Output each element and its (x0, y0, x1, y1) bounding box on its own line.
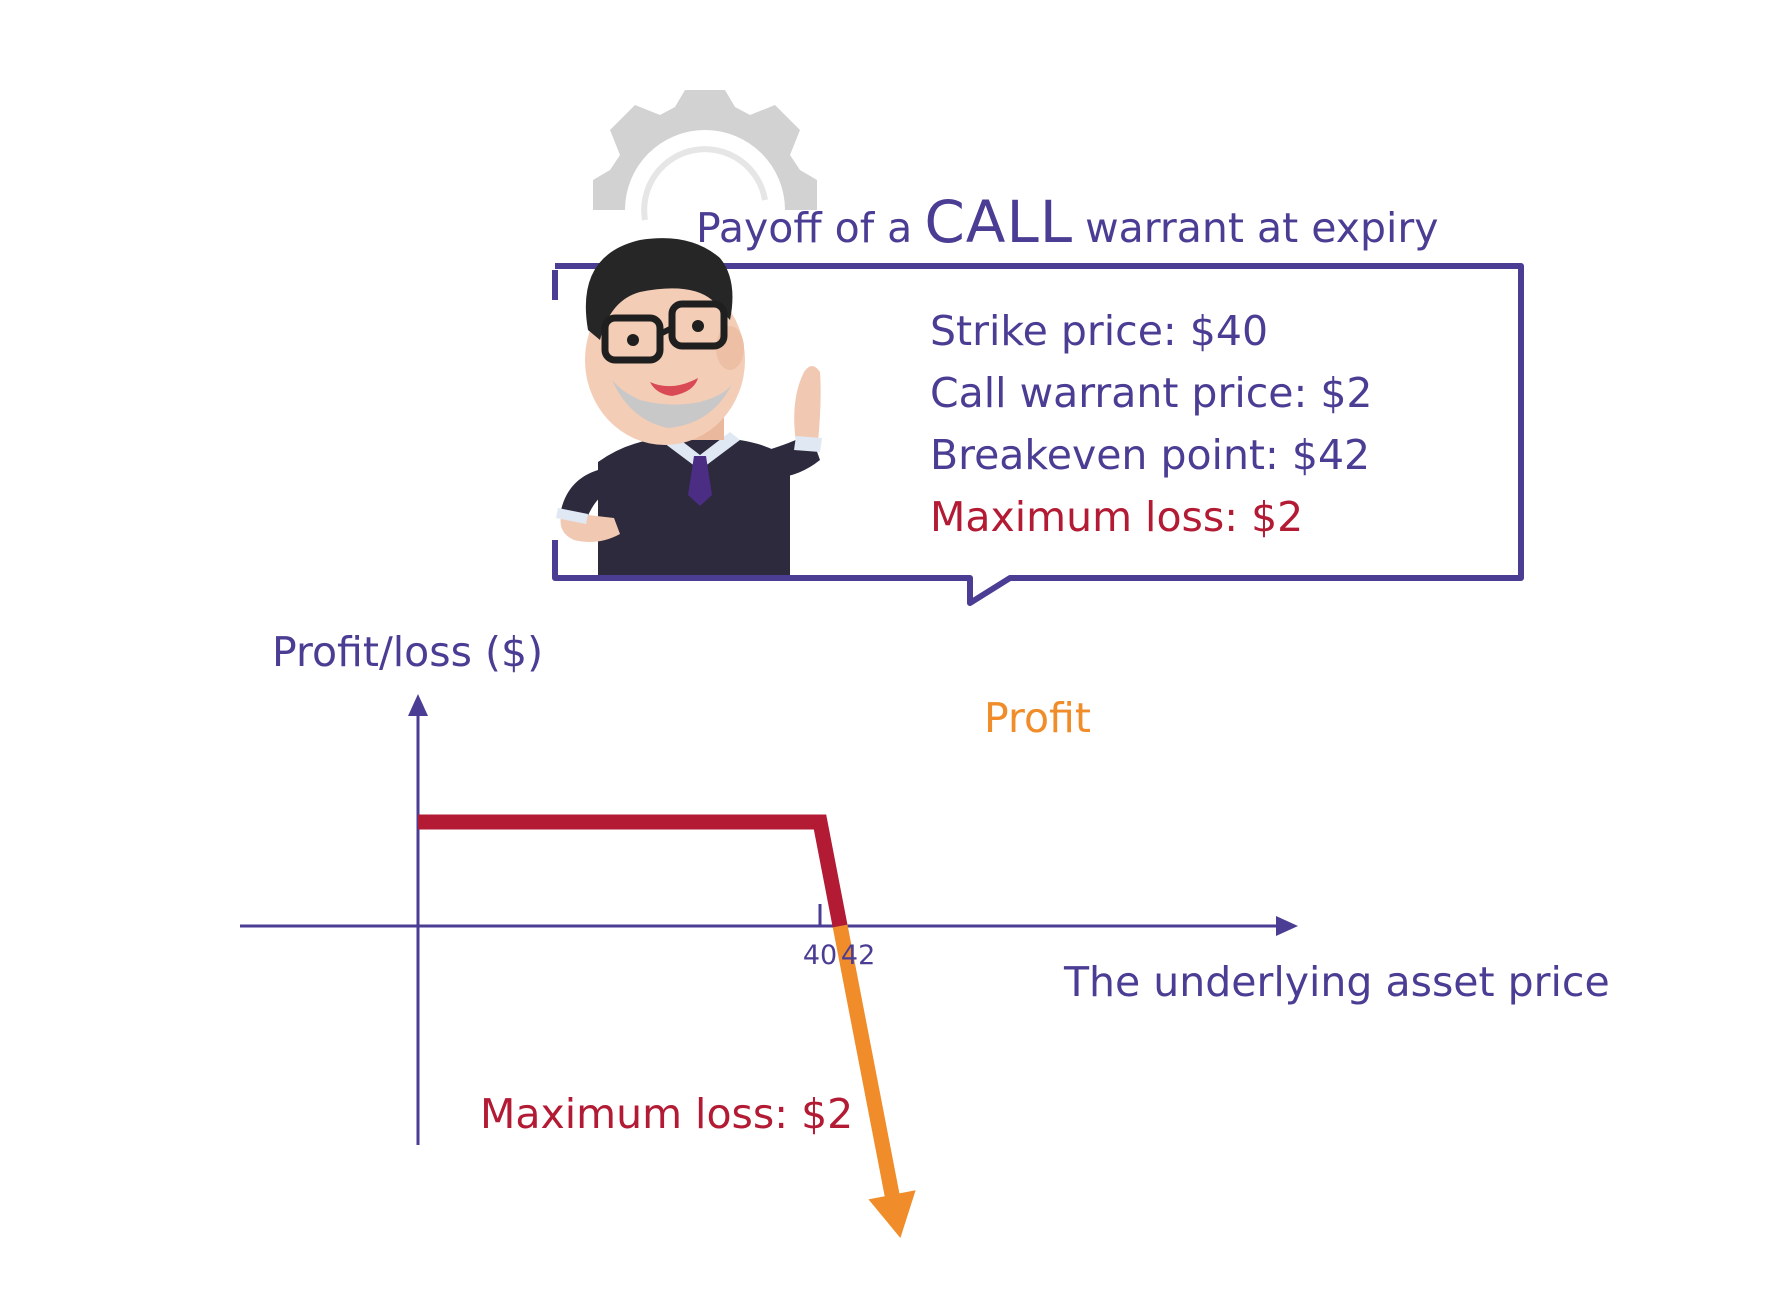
y-axis-arrowhead (408, 694, 428, 716)
payoff-chart (240, 694, 1298, 1238)
advisor-character (556, 238, 822, 575)
max-loss-annotation: Maximum loss: $2 (480, 1090, 854, 1138)
strike-price-text: Strike price: $40 (930, 307, 1269, 355)
y-axis-label: Profit/loss ($) (272, 628, 544, 676)
gear-icon (593, 90, 817, 221)
x-axis-arrowhead (1276, 916, 1298, 936)
profit-annotation: Profit (984, 694, 1091, 742)
x-tick-label-42: 42 (840, 940, 876, 971)
max-loss-text: Maximum loss: $2 (930, 493, 1304, 541)
info-list: Strike price: $40 Call warrant price: $2… (930, 300, 1373, 548)
profit-arrowhead (868, 1190, 916, 1238)
chart-title: Payoff of a CALL warrant at expiry (696, 188, 1439, 258)
title-prefix: Payoff of a (696, 204, 913, 252)
speech-bubble (552, 263, 1524, 606)
title-emphasis: CALL (924, 188, 1074, 256)
title-suffix: warrant at expiry (1085, 204, 1439, 252)
x-axis-label: The underlying asset price (1064, 958, 1610, 1006)
x-tick-label-40: 40 (802, 940, 838, 971)
warrant-price-text: Call warrant price: $2 (930, 369, 1373, 417)
profit-payoff-line (832, 924, 902, 1208)
loss-payoff-line (418, 814, 848, 928)
breakeven-text: Breakeven point: $42 (930, 431, 1371, 479)
